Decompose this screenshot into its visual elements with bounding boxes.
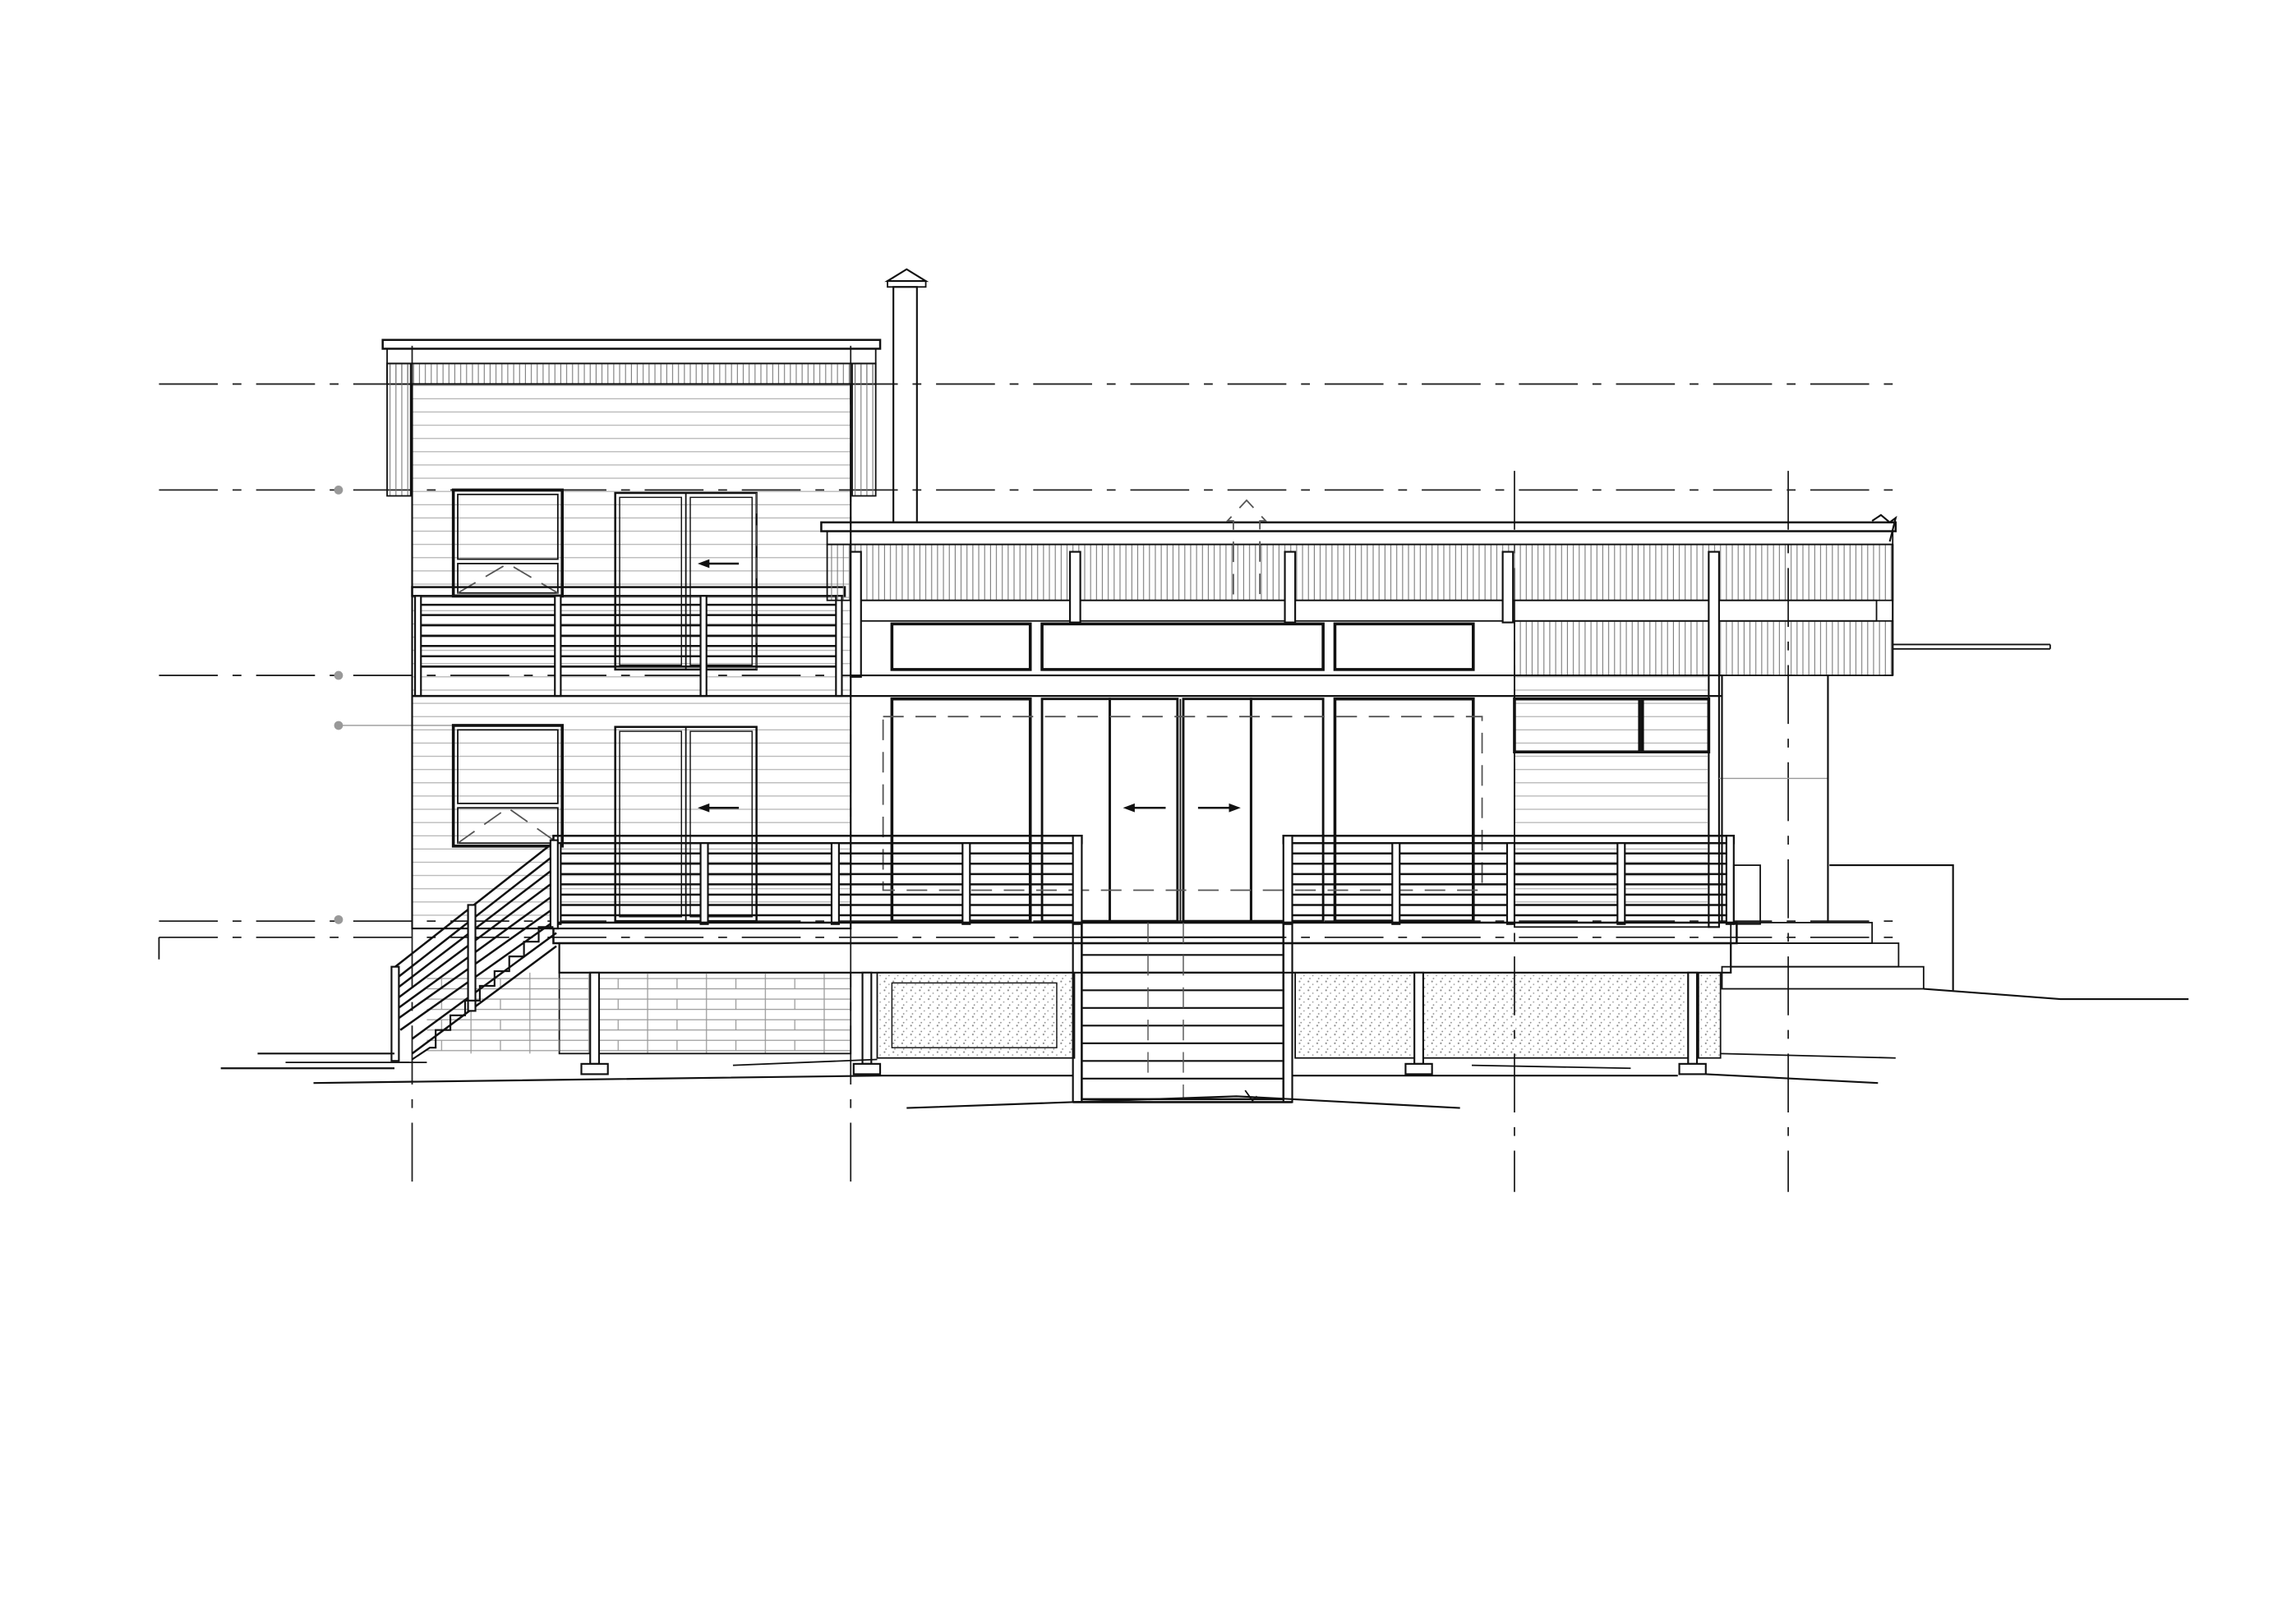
lower-deck (426, 835, 2189, 1103)
left-exterior-stair (390, 839, 559, 1063)
grade-lines (220, 1052, 1896, 1109)
chimney (884, 268, 929, 523)
upper-balcony-railing (411, 586, 851, 698)
left-tower (381, 338, 882, 930)
